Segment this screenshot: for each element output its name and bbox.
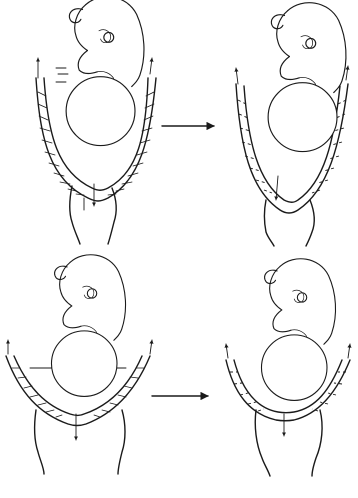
up-arrow-icon [348, 344, 350, 358]
up-arrow-icon [236, 68, 238, 84]
up-arrow-icon [150, 340, 152, 354]
up-arrow-icon [150, 58, 152, 74]
up-arrow-icon [226, 344, 228, 358]
panel-bottom-right [226, 259, 350, 476]
down-arrow-icon [276, 176, 278, 200]
panel-top-left [36, 0, 156, 244]
up-arrow-icon [346, 66, 348, 80]
panel-top-right [236, 3, 348, 246]
panel-bottom-left [6, 255, 152, 474]
